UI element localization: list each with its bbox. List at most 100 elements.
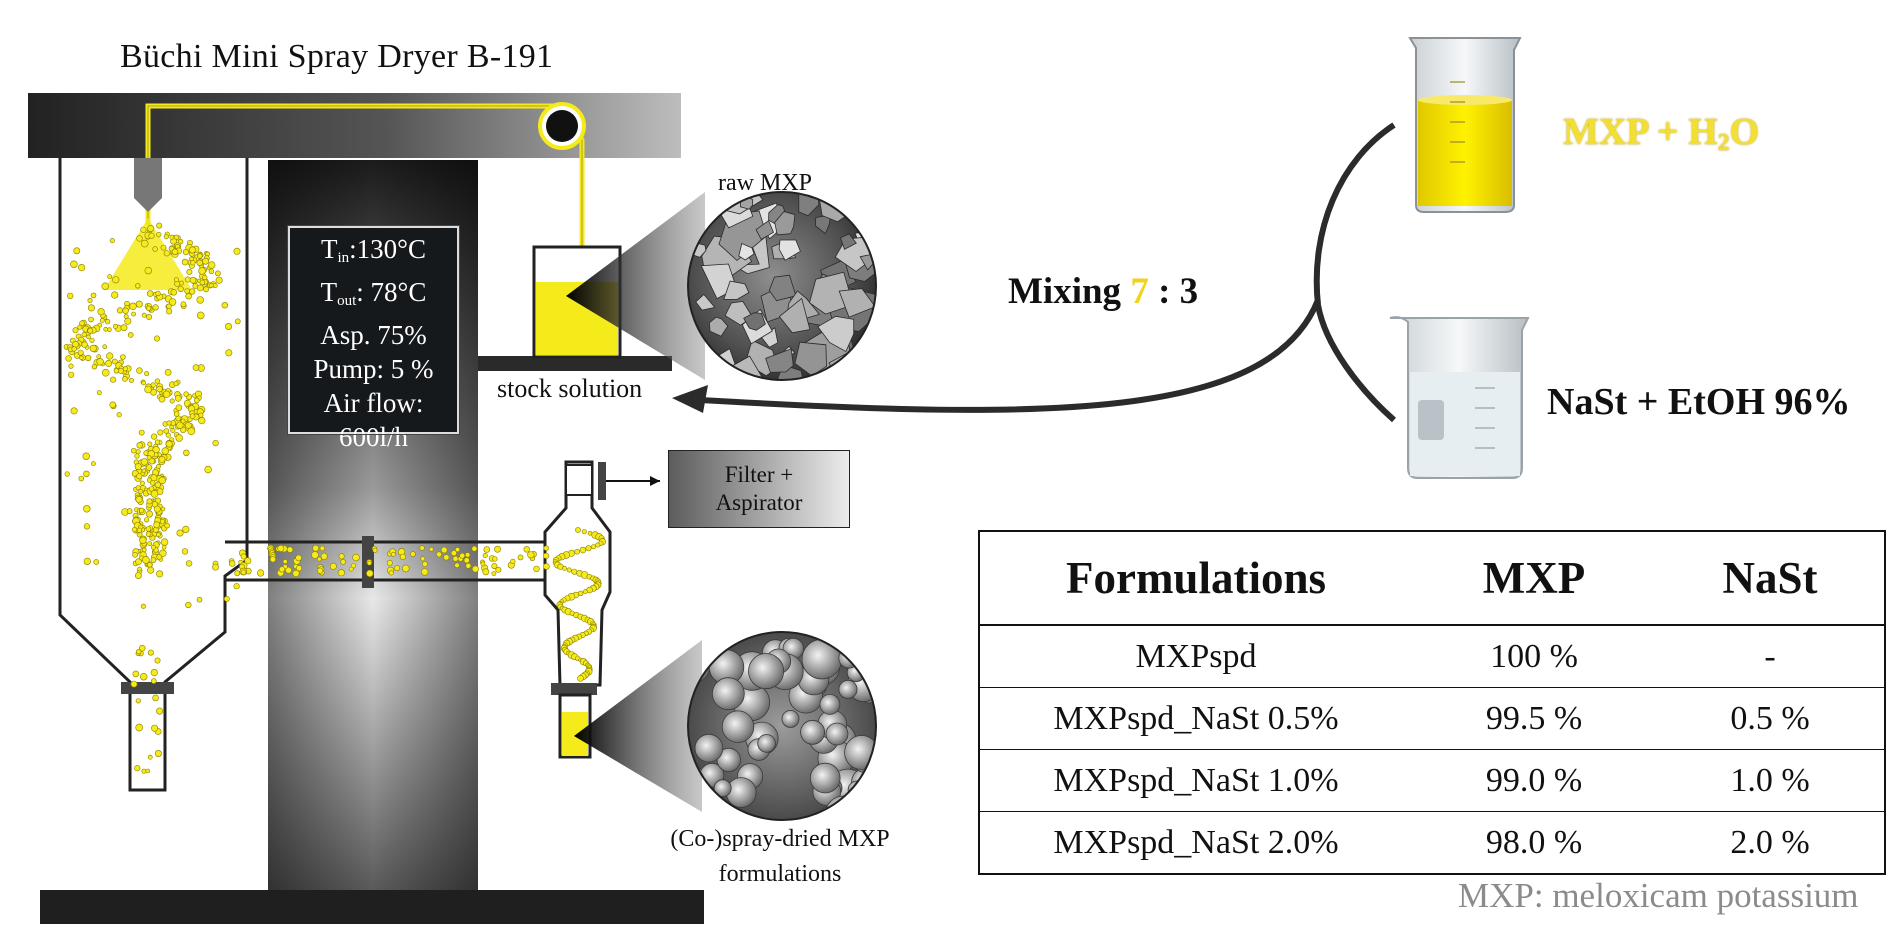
spray-droplet [316, 556, 322, 562]
spray-droplet [166, 420, 172, 426]
spray-droplet [175, 434, 183, 442]
footnote: MXP: meloxicam potassium [1458, 876, 1859, 915]
spray-droplet [145, 464, 153, 471]
spray-droplet [491, 571, 497, 576]
spray-droplet [154, 335, 161, 342]
spray-droplet [83, 470, 90, 477]
spray-droplet [77, 264, 86, 272]
spray-droplet [410, 551, 416, 557]
spray-droplet [132, 551, 138, 558]
dried-particle [819, 694, 841, 715]
spray-droplet [144, 266, 153, 275]
spray-droplet [523, 546, 530, 553]
spray-droplet [136, 473, 143, 480]
outlet-temperature: Tout: 78°C [320, 277, 427, 309]
spray-droplet [77, 324, 83, 330]
spray-droplet [150, 489, 159, 498]
spray-droplet [140, 226, 147, 233]
spray-droplet [147, 541, 153, 546]
spray-droplet [212, 440, 219, 447]
spray-droplet [463, 557, 470, 564]
spray-droplet [141, 380, 146, 386]
spray-droplet [144, 385, 152, 394]
magnifier-cone-raw [566, 192, 705, 380]
spray-droplet [581, 529, 587, 535]
spray-droplet [366, 569, 374, 578]
spray-droplet [147, 566, 155, 574]
spray-droplet [492, 556, 498, 562]
spray-droplet [136, 235, 143, 242]
spray-droplet [127, 332, 134, 338]
solution-a-label: MXP + H2O [1563, 111, 1760, 156]
spray-droplet [196, 596, 203, 603]
spray-droplet [151, 678, 157, 684]
raw-particle [768, 274, 797, 302]
spray-droplet [81, 341, 88, 348]
spray-droplet [187, 427, 196, 436]
spray-droplet [198, 267, 206, 275]
aspirator-setting: Asp. 75% [320, 320, 427, 350]
spray-droplet [136, 648, 142, 655]
spray-droplet [116, 412, 122, 418]
chamber-clamp [121, 682, 174, 694]
dried-particle [721, 710, 755, 743]
spray-droplet [160, 244, 167, 251]
solution-b-label: NaSt + EtOH 96% [1547, 381, 1851, 423]
spray-droplet [465, 562, 472, 569]
spray-droplet [154, 749, 162, 757]
spray-droplet [96, 390, 102, 396]
spray-droplet [188, 246, 196, 254]
spray-droplet [401, 564, 410, 573]
spray-droplet [146, 313, 153, 320]
spray-droplet [494, 545, 501, 553]
spray-droplet [153, 521, 161, 529]
filter-label: Filter + [724, 462, 794, 487]
spray-droplet [286, 546, 294, 553]
spray-droplet [562, 565, 567, 571]
spray-droplet [163, 234, 169, 240]
magnifier-cone-dried [574, 640, 702, 812]
spray-droplet [116, 307, 124, 314]
spray-droplet [146, 290, 154, 297]
spray-droplet [134, 765, 141, 772]
spray-droplet [510, 558, 516, 565]
spray-droplet [147, 754, 153, 760]
spray-droplet [122, 307, 129, 314]
spray-droplet [182, 525, 190, 534]
spray-droplet [83, 523, 90, 530]
spray-droplet [348, 566, 354, 572]
spray-droplet [587, 530, 593, 536]
spray-droplet [174, 394, 182, 402]
spray-droplet [372, 547, 378, 553]
spray-droplet [340, 559, 346, 565]
spray-droplet [480, 561, 486, 567]
dried-particle [844, 735, 876, 770]
spray-droplet [88, 316, 94, 323]
mixing-connector [1313, 122, 1396, 423]
spray-droplet [122, 366, 128, 372]
spray-droplet [103, 326, 108, 332]
spray-droplet [136, 442, 143, 449]
spray-droplet [533, 565, 540, 573]
spray-droplet [141, 312, 147, 318]
spray-droplet [165, 440, 173, 448]
spray-droplet [452, 555, 459, 562]
header-formulations: Formulations [979, 531, 1412, 626]
spray-droplet [221, 302, 229, 309]
spray-droplet [158, 476, 166, 485]
spray-droplet [319, 545, 325, 552]
raw-particle [839, 233, 857, 250]
spray-droplet [170, 427, 176, 433]
spray-droplet [154, 657, 161, 664]
spray-droplet [189, 288, 196, 295]
spray-droplet [185, 601, 192, 609]
spray-droplet [164, 368, 172, 376]
spray-droplet [87, 297, 93, 303]
spray-droplet [595, 542, 601, 548]
spray-droplet [135, 723, 143, 732]
spray-droplet [180, 418, 186, 424]
spray-droplet [140, 603, 146, 609]
spray-droplet [118, 367, 125, 374]
raw-particle [778, 297, 811, 334]
